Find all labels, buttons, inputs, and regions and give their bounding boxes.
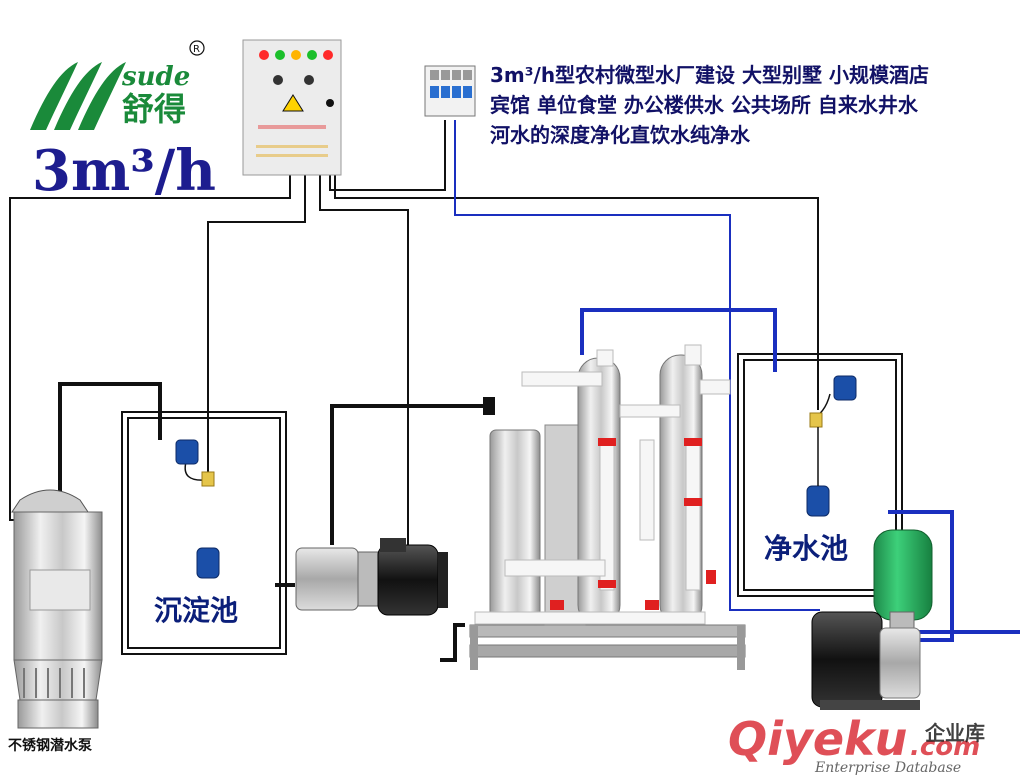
raw-water-pipe [58, 382, 490, 662]
description-line-1: 3m³/h型农村微型水厂建设 大型别墅 小规模酒店 [490, 63, 929, 87]
float-switch-icon [806, 375, 857, 517]
submersible-pump-caption: 不锈钢潜水泵 [8, 737, 92, 754]
booster-pump-icon [811, 611, 921, 710]
logo-wordmark: sude [121, 62, 190, 92]
transfer-pump-icon [295, 538, 448, 616]
clean-water-tank [737, 353, 903, 597]
brand-name: 舒得 [122, 90, 186, 128]
clean-water-tank-label: 净水池 [764, 532, 848, 565]
float-switch-icon [175, 439, 220, 579]
clean-water-pipe [580, 308, 1020, 642]
description-line-2: 宾馆 单位食堂 办公楼供水 公共场所 自来水井水 [490, 93, 919, 117]
filtration-unit-icon [469, 344, 746, 670]
registered-mark-icon [189, 40, 205, 56]
watermark-subtitle: Enterprise Database [814, 760, 961, 776]
watermark-domain: .com [910, 732, 980, 762]
brand-logo [30, 62, 126, 130]
watermark-chinese: 企业库 [924, 721, 985, 745]
capacity-label: 3m³/h [32, 138, 216, 204]
submersible-pump-icon [11, 489, 103, 729]
watermark-brand: Qiyeku [728, 712, 907, 766]
control-box [242, 39, 342, 176]
sedimentation-tank-label: 沉淀池 [154, 594, 238, 627]
registered-mark: R [193, 44, 200, 55]
pressure-tank-icon [873, 529, 933, 635]
description-line-3: 河水的深度净化直饮水纯净水 [490, 123, 751, 147]
circuit-breaker-icon [424, 65, 476, 117]
power-wiring-blue [454, 120, 820, 611]
sedimentation-tank [121, 411, 287, 655]
